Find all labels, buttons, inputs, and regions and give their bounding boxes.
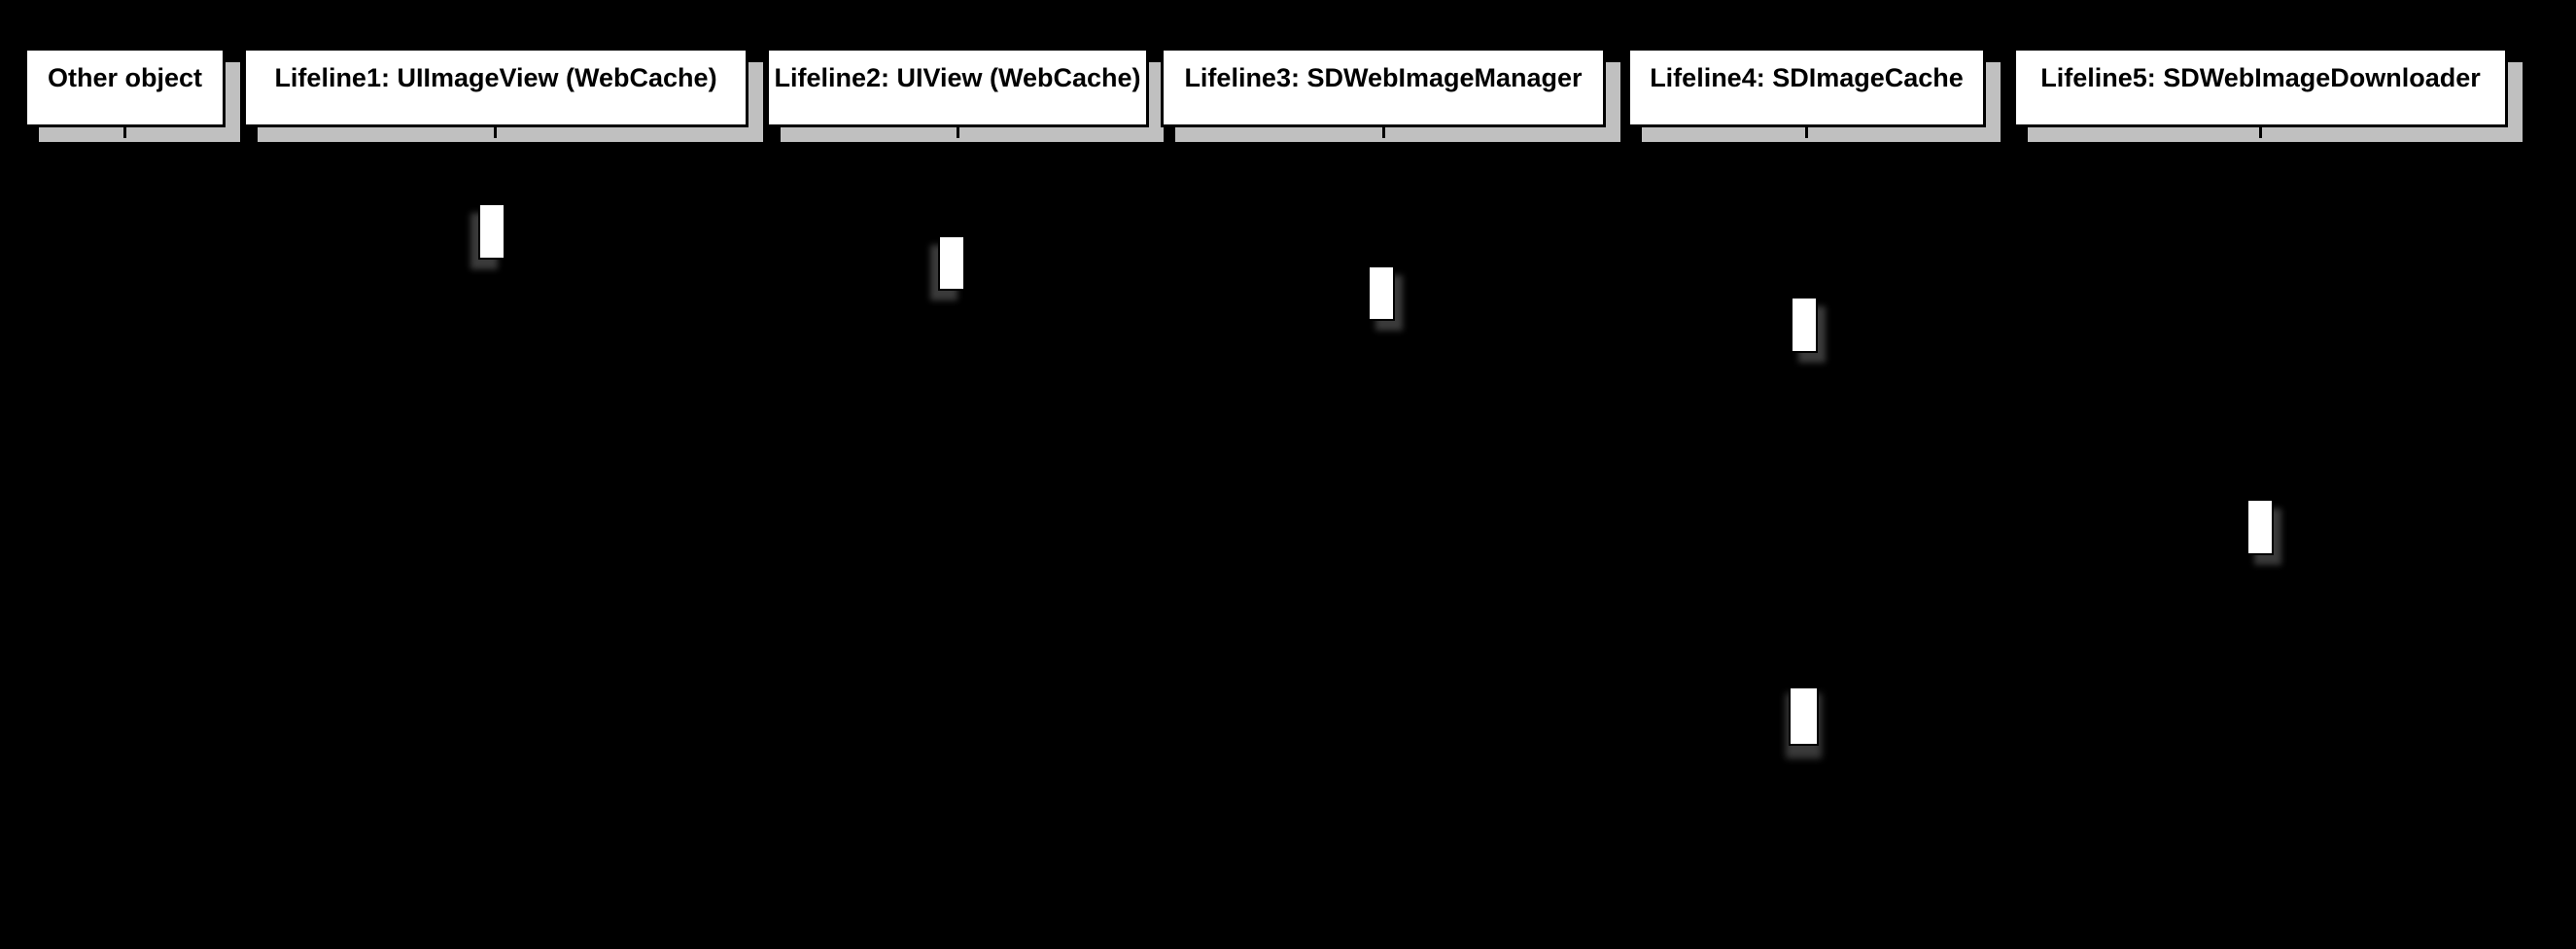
lifeline-label: Lifeline5: SDWebImageDownloader <box>2040 63 2481 92</box>
activation-bar-lifeline4-second <box>1789 686 1819 746</box>
lifeline-line-lifeline2 <box>957 126 959 935</box>
lifeline-header-lifeline5-sdwebimagedownloader: Lifeline5: SDWebImageDownloader <box>2013 48 2508 127</box>
lifeline-line-lifeline1 <box>494 126 497 935</box>
activation-bar-lifeline1 <box>478 203 505 260</box>
lifeline-line-other-object <box>123 126 126 935</box>
activation-bar-lifeline3 <box>1368 265 1395 321</box>
lifeline-header-lifeline3-sdwebimagemanager: Lifeline3: SDWebImageManager <box>1161 48 1606 127</box>
lifeline-label: Lifeline1: UIImageView (WebCache) <box>274 63 717 92</box>
lifeline-line-lifeline4 <box>1805 126 1808 935</box>
lifeline-label: Lifeline3: SDWebImageManager <box>1184 63 1583 92</box>
activation-bar-lifeline2 <box>938 235 965 291</box>
lifeline-label: Lifeline4: SDImageCache <box>1650 63 1964 92</box>
lifeline-label: Other object <box>47 63 203 92</box>
activation-bar-lifeline4-first <box>1791 297 1818 353</box>
message-arrowhead-icon <box>1775 680 1790 691</box>
lifeline-label: Lifeline2: UIView (WebCache) <box>774 63 1141 92</box>
activation-bar-lifeline5 <box>2246 499 2274 555</box>
lifeline-header-lifeline1-uiimageview: Lifeline1: UIImageView (WebCache) <box>243 48 748 127</box>
lifeline-line-lifeline3 <box>1382 126 1385 935</box>
lifeline-header-lifeline2-uiview: Lifeline2: UIView (WebCache) <box>766 48 1149 127</box>
lifeline-header-lifeline4-sdimagecache: Lifeline4: SDImageCache <box>1627 48 1986 127</box>
lifeline-header-other-object: Other object <box>24 48 226 127</box>
